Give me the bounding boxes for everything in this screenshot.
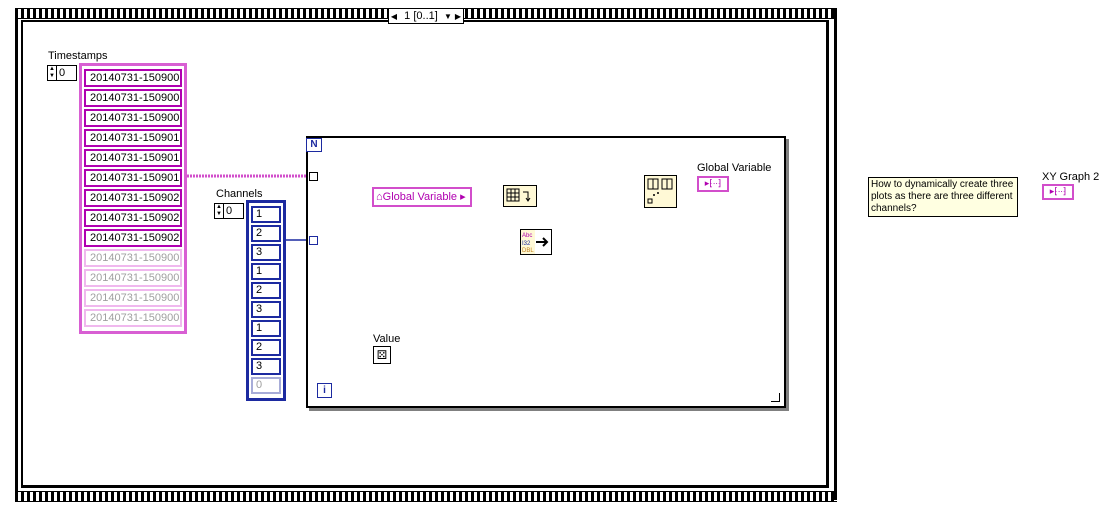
timestamps-array[interactable]: 20140731-150900 20140731-150900 20140731… <box>79 63 187 334</box>
timestamps-tunnel[interactable] <box>309 172 318 181</box>
global-variable-write[interactable]: ▸⁅∙∙⁆ <box>697 176 729 192</box>
loop-resize-handle[interactable] <box>771 393 780 402</box>
sequence-left-edge <box>15 8 18 500</box>
channels-label: Channels <box>216 188 263 200</box>
xy-graph-label: XY Graph 2 <box>1042 171 1100 183</box>
sequence-right-edge <box>834 8 837 500</box>
timestamp-cell[interactable]: 20140731-150901 <box>84 129 182 147</box>
xy-graph-terminal[interactable]: ▸⁅∙∙⁆ <box>1042 184 1074 200</box>
channel-cell[interactable]: 2 <box>251 225 281 242</box>
case-selector[interactable]: ◀ 1 [0..1] ▼ ▶ <box>388 8 464 24</box>
bundle-node[interactable]: Abc I32 DBL <box>520 229 552 255</box>
timestamps-label: Timestamps <box>48 50 108 62</box>
timestamps-index-value: 0 <box>59 67 66 79</box>
global-variable-read[interactable]: ⌂Global Variable ▸ <box>372 187 472 207</box>
svg-text:I32: I32 <box>522 241 531 247</box>
timestamp-cell[interactable]: 20140731-150900 <box>84 109 182 127</box>
timestamp-empty-cell[interactable]: 20140731-150900 <box>84 269 182 287</box>
timestamp-cell[interactable]: 20140731-150900 <box>84 89 182 107</box>
sequence-bottom-film <box>15 491 837 502</box>
timestamp-cell[interactable]: 20140731-150900 <box>84 69 182 87</box>
loop-count-terminal[interactable]: N <box>306 138 322 152</box>
output-arrow-icon: ▸ <box>457 191 466 203</box>
channel-empty-cell[interactable]: 0 <box>251 377 281 394</box>
channel-cell[interactable]: 1 <box>251 206 281 223</box>
value-label: Value <box>373 333 401 345</box>
comment-box: How to dynamically create three plots as… <box>868 177 1018 217</box>
svg-text:DBL: DBL <box>522 248 534 254</box>
timestamps-index[interactable]: ▲▼ 0 <box>47 65 77 81</box>
random-number-icon[interactable]: ⚄ <box>373 346 391 364</box>
case-selector-value: 1 [0..1] <box>404 10 438 22</box>
index-spinner-icon[interactable]: ▲▼ <box>215 204 224 218</box>
svg-text:Abc: Abc <box>522 233 532 239</box>
insert-array-icon <box>647 178 673 204</box>
timestamp-cell[interactable]: 20140731-150902 <box>84 229 182 247</box>
global-variable-write-label: Global Variable <box>697 162 772 174</box>
timestamp-empty-cell[interactable]: 20140731-150900 <box>84 249 182 267</box>
global-variable-icon: ⌂ <box>376 191 383 203</box>
channel-cell[interactable]: 3 <box>251 244 281 261</box>
timestamp-cell[interactable]: 20140731-150901 <box>84 169 182 187</box>
channels-index-value: 0 <box>226 205 233 217</box>
graph-indicator-icon: ▸⁅∙∙⁆ <box>1049 186 1067 196</box>
dropdown-arrow-icon[interactable]: ▼ <box>444 11 452 21</box>
index-spinner-icon[interactable]: ▲▼ <box>48 66 57 80</box>
timestamp-cell[interactable]: 20140731-150902 <box>84 189 182 207</box>
graph-indicator-icon: ▸⁅∙∙⁆ <box>704 178 722 188</box>
transpose-icon <box>506 188 531 202</box>
decrement-arrow-icon[interactable]: ◀ <box>390 11 398 21</box>
channels-array[interactable]: 1 2 3 1 2 3 1 2 3 0 <box>246 200 286 401</box>
timestamp-cell[interactable]: 20140731-150901 <box>84 149 182 167</box>
loop-iteration-terminal[interactable]: i <box>317 383 332 398</box>
timestamp-empty-cell[interactable]: 20140731-150900 <box>84 289 182 307</box>
channel-cell[interactable]: 1 <box>251 320 281 337</box>
insert-into-array-node[interactable] <box>644 175 677 208</box>
channels-tunnel[interactable] <box>309 236 318 245</box>
bundle-icon: Abc I32 DBL <box>521 230 549 254</box>
timestamp-empty-cell[interactable]: 20140731-150900 <box>84 309 182 327</box>
transpose-array-node[interactable] <box>503 185 537 207</box>
channel-cell[interactable]: 3 <box>251 301 281 318</box>
channel-cell[interactable]: 1 <box>251 263 281 280</box>
channel-cell[interactable]: 2 <box>251 282 281 299</box>
comment-text: How to dynamically create three plots as… <box>871 179 1014 214</box>
global-variable-read-label: Global Variable <box>382 191 458 203</box>
channels-index[interactable]: ▲▼ 0 <box>214 203 244 219</box>
timestamp-cell[interactable]: 20140731-150902 <box>84 209 182 227</box>
increment-arrow-icon[interactable]: ▶ <box>454 11 462 21</box>
channel-cell[interactable]: 3 <box>251 358 281 375</box>
channel-cell[interactable]: 2 <box>251 339 281 356</box>
